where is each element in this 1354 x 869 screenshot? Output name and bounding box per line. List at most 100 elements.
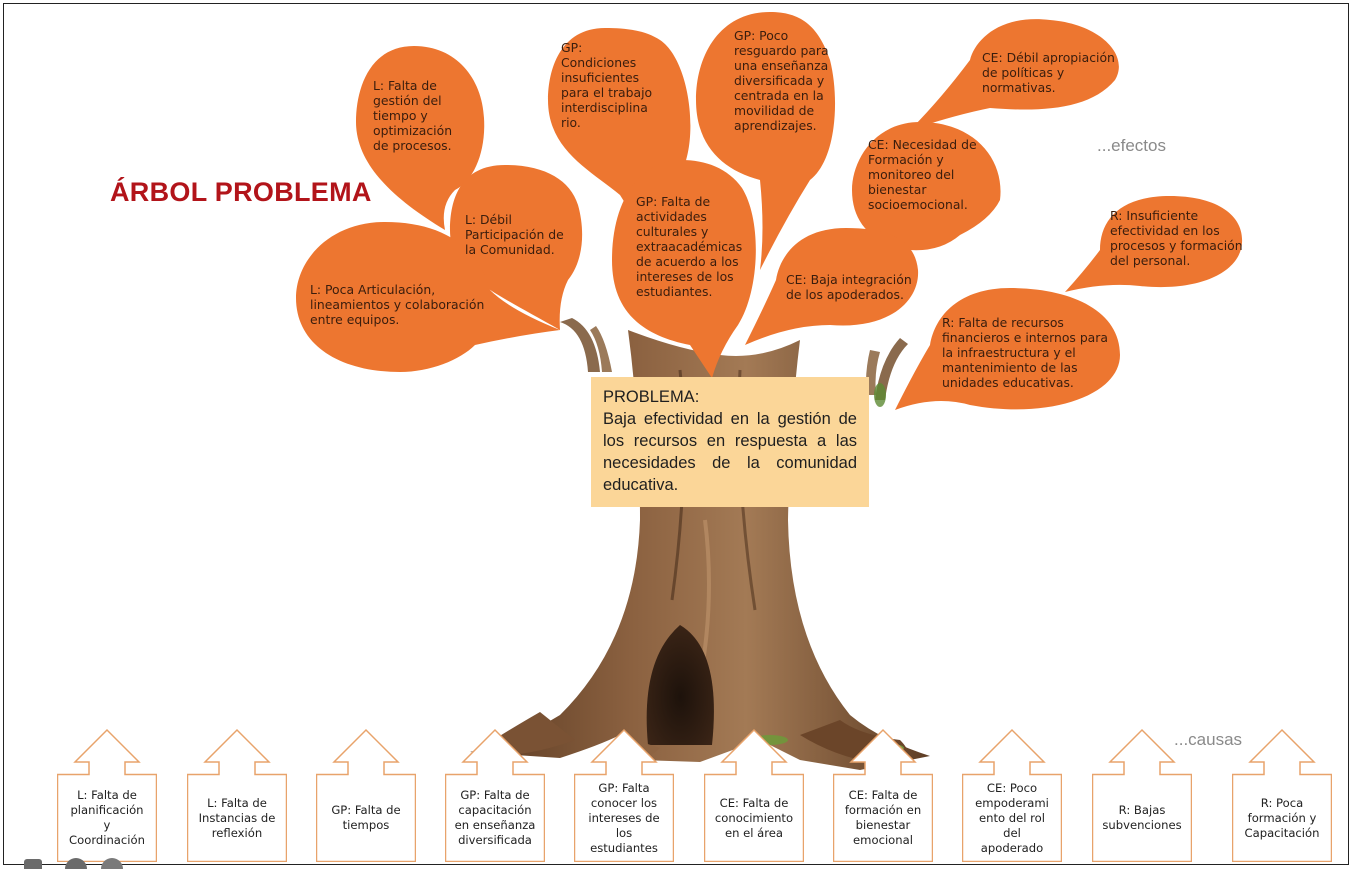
bubble-line: la Comunidad. xyxy=(465,242,555,257)
bubble-line: resguardo para xyxy=(734,43,829,58)
cause-box-5: GP: Falta conocer los intereses de los e… xyxy=(574,728,674,862)
up-arrow-icon xyxy=(574,728,674,862)
bubble-line: diversificada y xyxy=(734,73,825,88)
bubble-line: CE: Débil apropiación xyxy=(982,50,1115,65)
cause-box-7: CE: Falta de formación en bienestar emoc… xyxy=(833,728,933,862)
cause-line: reflexión xyxy=(211,825,263,840)
cause-line: CE: Poco xyxy=(986,780,1038,795)
cause-line: R: Poca xyxy=(1260,795,1304,810)
effect-bubble-8: CE: Necesidad de Formación y monitoreo d… xyxy=(868,137,998,212)
bubble-line: movilidad de xyxy=(734,103,815,118)
effect-bubble-10: R: Insuficiente efectividad en los proce… xyxy=(1110,208,1245,268)
cause-line: intereses de xyxy=(588,810,660,825)
effect-bubble-4: GP: Condiciones insuficientes para el tr… xyxy=(561,40,671,130)
cause-text: R: Poca formación y Capacitación xyxy=(1232,774,1332,862)
bubble-line: L: Poca Articulación, xyxy=(310,282,436,297)
effect-bubble-6: GP: Poco resguardo para una enseñanza di… xyxy=(734,28,844,133)
bubble-line: la infraestructura y el xyxy=(942,345,1076,360)
bubble-line: normativas. xyxy=(982,80,1056,95)
bubble-line: GP: Falta de xyxy=(636,194,711,209)
cause-line: CE: Falta de xyxy=(848,788,918,802)
bubble-line: para el trabajo xyxy=(561,85,653,100)
cause-line: Instancias de xyxy=(198,810,276,825)
bubble-line: procesos y formación xyxy=(1110,238,1243,253)
up-arrow-icon xyxy=(187,728,287,862)
bubble-line: entre equipos. xyxy=(310,312,400,327)
cause-text: CE: Falta de conocimiento en el área xyxy=(704,774,804,862)
bubble-line: monitoreo del xyxy=(868,167,955,182)
effect-bubble-shape xyxy=(852,122,1001,251)
effect-bubble-shape xyxy=(910,19,1119,130)
bubble-line: financieros e internos para xyxy=(942,330,1108,345)
up-arrow-icon xyxy=(962,728,1062,862)
grid-icon[interactable] xyxy=(24,859,42,869)
cause-text: CE: Falta de formación en bienestar emoc… xyxy=(833,774,933,862)
effect-bubble-5: GP: Falta de actividades culturales y ex… xyxy=(636,194,746,299)
problem-box: PROBLEMA: Baja efectividad en la gestión… xyxy=(591,377,869,507)
bubble-line: centrada en la xyxy=(734,88,824,103)
bubble-line: socioemocional. xyxy=(868,197,968,212)
effect-bubble-3: L: Poca Articulación, lineamientos y col… xyxy=(310,282,490,327)
up-arrow-icon xyxy=(1232,728,1332,862)
cause-box-4: GP: Falta de capacitación en enseñanza d… xyxy=(445,728,545,862)
bubble-line: bienestar xyxy=(868,182,927,197)
bubble-line: Participación de xyxy=(465,227,564,242)
effect-bubble-shape xyxy=(895,288,1120,410)
effect-bubble-shape xyxy=(745,228,919,345)
effects-label: ...efectos xyxy=(1097,136,1166,155)
cause-text: GP: Falta de tiempos xyxy=(316,774,416,862)
bubble-line: una enseñanza xyxy=(734,58,829,73)
effect-bubble-1: L: Falta de gestión del tiempo y optimiz… xyxy=(373,78,473,153)
cause-line: y xyxy=(103,818,111,832)
cause-line: empoderami xyxy=(975,795,1049,810)
effect-bubble-shape xyxy=(450,165,583,330)
bubble-line: CE: Baja integración xyxy=(786,272,912,287)
cause-line: R: Bajas xyxy=(1118,803,1166,817)
cause-line: tiempos xyxy=(342,818,390,832)
cause-line: conocer los xyxy=(590,795,658,810)
cause-box-9: R: Bajas subvenciones xyxy=(1092,728,1192,862)
up-arrow-icon xyxy=(704,728,804,862)
cause-box-2: L: Falta de Instancias de reflexión xyxy=(187,728,287,862)
cause-text: GP: Falta de capacitación en enseñanza d… xyxy=(445,774,545,862)
cause-line: diversificada xyxy=(458,833,532,847)
cause-line: L: Falta de xyxy=(207,795,267,810)
bubble-line: de acuerdo a los xyxy=(636,254,739,269)
cause-line: GP: Falta de xyxy=(331,803,401,817)
effect-bubble-shape xyxy=(696,12,836,270)
bubble-line: Formación y xyxy=(868,152,944,167)
cause-text: CE: Poco empoderami ento del rol del apo… xyxy=(962,774,1062,862)
bubble-line: Condiciones xyxy=(561,55,637,70)
cause-line: estudiantes xyxy=(590,840,658,855)
bubble-line: de los apoderados. xyxy=(786,287,904,302)
effect-bubble-11: R: Falta de recursos financieros e inter… xyxy=(942,315,1122,390)
cause-line: ento del rol xyxy=(978,810,1045,825)
cause-line: GP: Falta de xyxy=(460,788,530,802)
cause-box-10: R: Poca formación y Capacitación xyxy=(1232,728,1332,862)
bubble-line: GP: xyxy=(561,40,583,55)
bubble-line: optimización xyxy=(373,123,453,138)
circle-button-icon[interactable] xyxy=(65,858,87,869)
bubble-line: de políticas y xyxy=(982,65,1065,80)
bubble-line: culturales y xyxy=(636,224,709,239)
bubble-line: tiempo y xyxy=(373,108,428,123)
bubble-line: de procesos. xyxy=(373,138,452,153)
cause-line: GP: Falta xyxy=(598,780,650,795)
cause-line: emocional xyxy=(853,833,913,847)
circle-button-icon[interactable] xyxy=(101,858,123,869)
cause-line: formación en xyxy=(844,803,922,817)
bubble-line: extraacadémicas xyxy=(636,239,743,254)
problem-text: Baja efectividad en la gestión de los re… xyxy=(603,410,857,494)
bubble-line: aprendizajes. xyxy=(734,118,817,133)
up-arrow-icon xyxy=(316,728,416,862)
bubble-line: actividades xyxy=(636,209,707,224)
cause-line: formación y xyxy=(1247,810,1317,825)
cause-line: L: Falta de xyxy=(77,788,137,802)
cause-text: R: Bajas subvenciones xyxy=(1092,774,1192,862)
bubble-line: GP: Poco xyxy=(734,28,789,43)
diagram-title: ÁRBOL PROBLEMA xyxy=(110,177,372,207)
cause-text: L: Falta de Instancias de reflexión xyxy=(187,774,287,862)
slide-frame xyxy=(3,3,1349,865)
bubble-line: estudiantes. xyxy=(636,284,713,299)
